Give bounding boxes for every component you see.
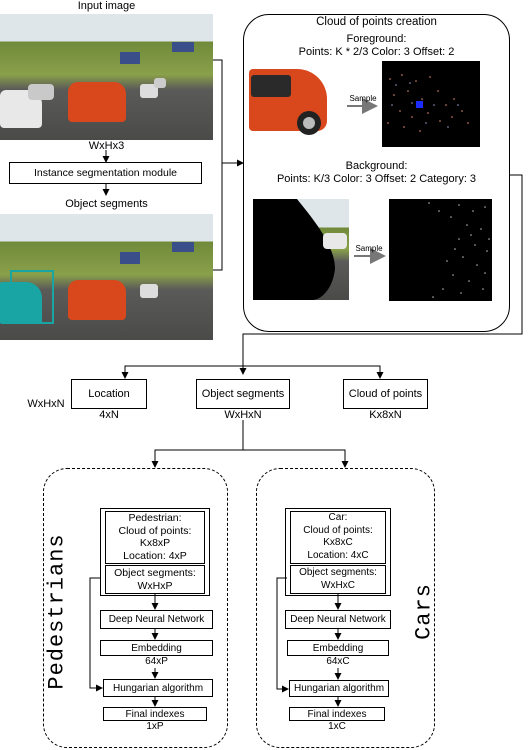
pedestrian-hungarian-box: Hungarian algorithm bbox=[103, 679, 213, 697]
foreground-car-image bbox=[249, 61, 329, 143]
car bbox=[154, 78, 166, 88]
car-final-text: Final indexes bbox=[307, 708, 367, 720]
cloud-of-points-dim: Kx8xN bbox=[369, 409, 402, 421]
pedestrian-l2: Cloud of points: bbox=[118, 524, 192, 537]
car-final-dim: 1xC bbox=[328, 721, 346, 732]
instance-segmentation-module: Instance segmentation module bbox=[9, 162, 202, 184]
background-mask bbox=[253, 199, 335, 300]
background-point-cloud bbox=[428, 202, 490, 298]
road-sign-icon bbox=[120, 252, 140, 264]
cars-side-label: Cars bbox=[411, 583, 437, 640]
pedestrian-header-box: Pedestrian: Cloud of points: Kx8xP Locat… bbox=[105, 511, 205, 564]
foreground-params: Points: K * 2/3 Color: 3 Offset: 2 bbox=[298, 46, 455, 58]
foreground-point-cloud bbox=[387, 74, 469, 132]
wxhxn-label: WxHxN bbox=[27, 398, 65, 410]
car bbox=[140, 284, 158, 298]
object-segments-text: Object segments bbox=[201, 388, 285, 400]
location-dim: 4xN bbox=[99, 409, 119, 421]
segment-outline bbox=[10, 270, 54, 324]
orange-car bbox=[68, 280, 126, 320]
car-dnn-text: Deep Neural Network bbox=[290, 614, 386, 625]
car-seg-l2: WxHxC bbox=[321, 579, 355, 591]
input-image bbox=[0, 14, 213, 140]
car bbox=[323, 233, 347, 249]
pedestrian-embedding-box: Embedding bbox=[100, 640, 213, 656]
pedestrian-hungarian-text: Hungarian algorithm bbox=[112, 682, 204, 694]
car-hungarian-box: Hungarian algorithm bbox=[289, 680, 389, 697]
car-l3: Kx8xC bbox=[323, 537, 353, 548]
pedestrian-final-text: Final indexes bbox=[125, 708, 185, 720]
pedestrian-embedding-dim: 64xP bbox=[145, 656, 168, 667]
blue-centroid-marker bbox=[416, 101, 423, 108]
pedestrian-dnn-text: Deep Neural Network bbox=[108, 614, 205, 625]
cars-panel bbox=[256, 468, 435, 748]
background-points-image bbox=[389, 199, 492, 301]
road-sign-icon bbox=[172, 242, 194, 252]
background-params: Points: K/3 Color: 3 Offset: 2 Category:… bbox=[276, 173, 477, 185]
car-l1: Car: bbox=[328, 512, 348, 523]
background-title: Background: bbox=[345, 160, 408, 172]
pedestrian-input-group bbox=[100, 508, 210, 596]
pedestrians-panel bbox=[43, 468, 228, 748]
pedestrian-embedding-text: Embedding bbox=[131, 642, 182, 654]
pedestrian-seg-l1: Object segments: bbox=[114, 567, 196, 579]
sample-label-2: Sample bbox=[355, 244, 383, 253]
teal-segment bbox=[0, 282, 42, 324]
segments-image bbox=[0, 214, 213, 340]
size-label: WxHx3 bbox=[88, 140, 125, 152]
object-segments-label: Object segments bbox=[65, 198, 148, 210]
location-text: Location bbox=[88, 388, 130, 400]
car-seg-l1: Object segments: bbox=[299, 567, 377, 578]
orange-car bbox=[68, 82, 126, 122]
object-segments-dim: WxHxN bbox=[224, 409, 262, 421]
input-image-label: Input image bbox=[77, 0, 136, 12]
pedestrian-l3: Kx8xP bbox=[139, 537, 171, 549]
pedestrian-seg-l2: WxHxP bbox=[137, 579, 173, 592]
cloud-title: Cloud of points creation bbox=[316, 16, 437, 28]
road-sign-icon bbox=[172, 42, 194, 52]
car bbox=[140, 84, 158, 98]
pedestrian-l1: Pedestrian: bbox=[128, 512, 182, 524]
cloud-of-points-box: Cloud of points bbox=[343, 379, 428, 409]
pedestrians-side-label: Pedestrians bbox=[44, 533, 70, 690]
pedestrian-final-dim: 1xP bbox=[146, 721, 164, 732]
foreground-title: Foreground: bbox=[346, 33, 407, 45]
cloud-of-points-panel bbox=[243, 14, 510, 332]
car-header-box: Car: Cloud of points: Kx8xC Location: 4x… bbox=[290, 511, 386, 564]
car-segments-box: Object segments: WxHxC bbox=[290, 565, 386, 594]
pedestrian-segments-box: Object segments: WxHxP bbox=[105, 565, 205, 594]
location-box: Location bbox=[71, 379, 147, 409]
wheel-hub bbox=[303, 117, 315, 129]
car-l4: Location: 4xC bbox=[307, 549, 369, 561]
pedestrian-l4: Location: 4xP bbox=[123, 549, 187, 562]
car-embedding-text: Embedding bbox=[312, 642, 364, 654]
road-sign-icon bbox=[120, 52, 140, 64]
car-window bbox=[251, 75, 291, 97]
car-hungarian-text: Hungarian algorithm bbox=[293, 683, 385, 694]
pedestrian-dnn-box: Deep Neural Network bbox=[100, 610, 213, 629]
cloud-of-points-text: Cloud of points bbox=[348, 388, 423, 400]
car bbox=[28, 84, 54, 100]
foreground-points-image bbox=[382, 61, 480, 147]
car-dnn-box: Deep Neural Network bbox=[285, 610, 391, 629]
background-image bbox=[253, 199, 349, 300]
object-segments-box: Object segments bbox=[196, 379, 290, 409]
car-final-box: Final indexes bbox=[289, 707, 385, 721]
car-embedding-box: Embedding bbox=[287, 640, 389, 656]
car-l2: Cloud of points: bbox=[303, 524, 373, 536]
seg-module-text: Instance segmentation module bbox=[33, 167, 177, 179]
car-embedding-dim: 64xC bbox=[326, 656, 350, 667]
sample-label-1: Sample bbox=[349, 94, 377, 103]
pedestrian-final-box: Final indexes bbox=[103, 707, 207, 721]
car-input-group bbox=[285, 508, 391, 596]
